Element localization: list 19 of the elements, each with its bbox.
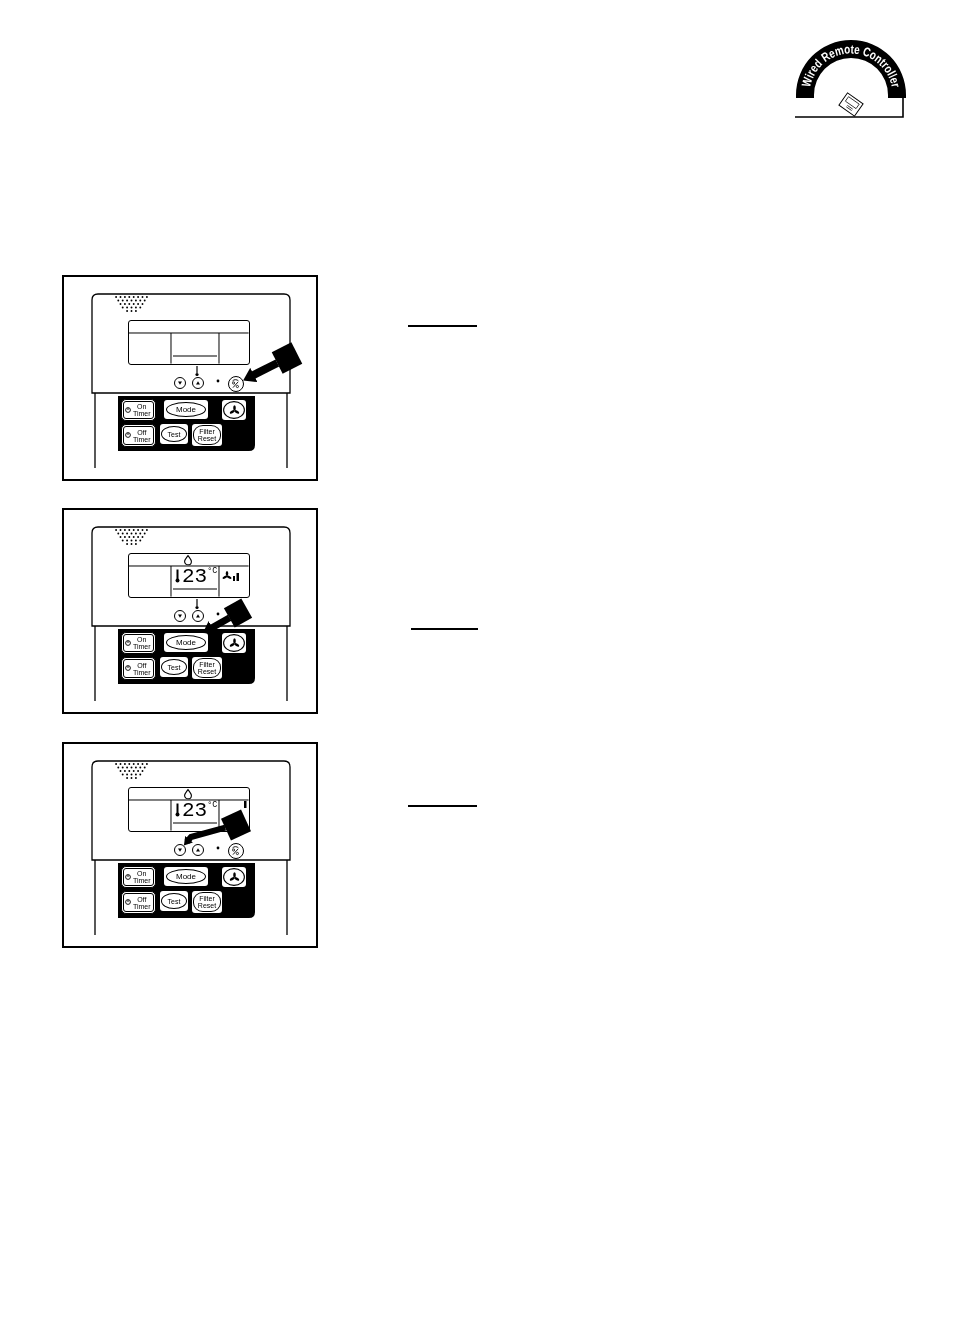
timer-key xyxy=(121,866,156,888)
illustration-frame xyxy=(62,508,318,714)
temperature-readout: 23$^{°C}$ xyxy=(182,567,218,587)
fan-key xyxy=(222,400,246,420)
lcd-display xyxy=(128,787,250,832)
fan-key xyxy=(222,633,246,653)
illustration-frame xyxy=(62,742,318,948)
timer-key xyxy=(121,632,156,654)
illustration-frame xyxy=(62,275,318,481)
temperature-readout: 23$^{°C}$ xyxy=(182,801,218,821)
pointer-arrow xyxy=(243,359,280,383)
timer-key xyxy=(121,891,156,914)
timer-key xyxy=(121,657,156,680)
lcd-display xyxy=(128,320,250,365)
pointer-arrow xyxy=(202,614,232,635)
timer-key xyxy=(121,424,156,447)
timer-key xyxy=(121,399,156,421)
fan-key xyxy=(222,867,246,887)
lcd-display xyxy=(128,553,250,598)
